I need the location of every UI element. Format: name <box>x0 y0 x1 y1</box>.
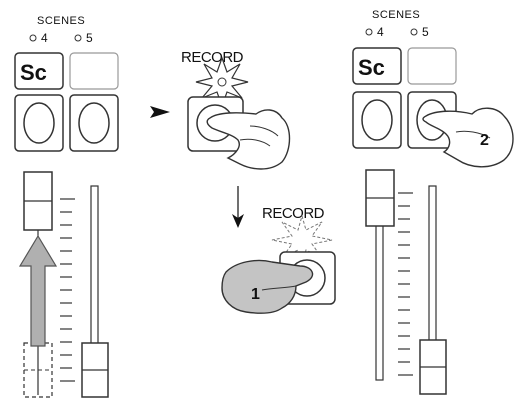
right-scene-5-led-icon <box>410 28 418 36</box>
right-hand-step-number: 2 <box>480 132 489 149</box>
record-bottom-hand-icon <box>221 259 314 314</box>
left-flash-button-5-ring <box>78 102 110 144</box>
left-panel: SCENES 4 5 Sc <box>14 15 119 398</box>
left-fader-scale <box>60 198 75 382</box>
record-bottom-group: RECORD 1 <box>221 205 336 314</box>
left-scene-display-label: Sc <box>20 60 47 85</box>
left-scenes-title: SCENES <box>37 15 85 27</box>
left-flash-button-5[interactable] <box>69 94 119 152</box>
record-bottom-step-number: 1 <box>251 286 260 303</box>
left-scene-4-led-icon <box>29 34 37 42</box>
right-flash-button-4[interactable] <box>352 91 402 149</box>
right-scene-4-number: 4 <box>377 25 384 39</box>
right-scene-display <box>352 47 402 85</box>
left-blank-display <box>69 52 119 90</box>
right-scene-display-label: Sc <box>358 55 385 80</box>
right-panel: SCENES 4 5 Sc 2 <box>352 9 514 395</box>
left-scene-4-number: 4 <box>41 31 48 45</box>
right-fader-scale <box>398 192 413 376</box>
left-flash-button-4[interactable] <box>14 94 64 152</box>
left-scene-5-number: 5 <box>86 31 93 45</box>
right-blank-display <box>407 47 457 85</box>
arrow-down-icon <box>232 186 244 228</box>
record-top-label: RECORD <box>181 49 244 66</box>
left-scene-display <box>14 52 64 90</box>
left-scene-5-led-icon <box>74 34 82 42</box>
record-top-group: RECORD <box>181 49 291 170</box>
record-bottom-label: RECORD <box>262 205 325 222</box>
right-hand-icon <box>422 107 514 168</box>
right-scene-5-number: 5 <box>422 25 429 39</box>
fader-up-arrow-icon <box>18 234 58 347</box>
left-flash-button-4-ring <box>23 102 55 144</box>
arrow-right-icon <box>150 106 170 118</box>
right-flash-button-4-ring <box>361 99 393 141</box>
right-scenes-title: SCENES <box>372 9 420 21</box>
right-scene-4-led-icon <box>365 28 373 36</box>
